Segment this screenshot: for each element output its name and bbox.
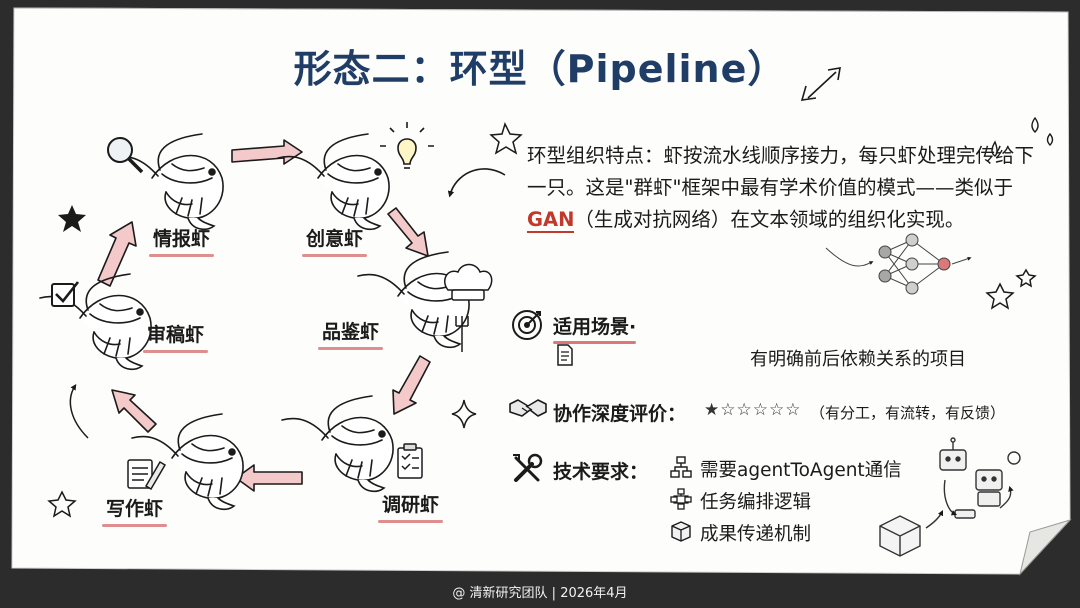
node-label-taste: 品鉴虾	[322, 317, 379, 347]
node-label-research: 调研虾	[382, 490, 439, 520]
requirement-item-3: 成果传递机制	[700, 520, 811, 546]
node-label-idea: 创意虾	[306, 224, 363, 254]
scene-text: 有明确前后依赖关系的项目	[750, 345, 966, 371]
clipboard-icon	[398, 444, 422, 478]
box-icon	[670, 520, 692, 542]
arrow-taste-to-research	[393, 356, 430, 414]
hierarchy-icon	[670, 456, 692, 478]
description-part1: 环型组织特点：虾按流水线顺序接力，每只虾处理完传给下一只。这是"群虾"框架中最有…	[527, 144, 1034, 199]
arrow-idea-to-taste	[388, 208, 428, 256]
gan-highlight: GAN	[527, 208, 574, 233]
node-label-write: 写作虾	[106, 494, 163, 524]
target-icon	[510, 308, 544, 342]
lightbulb-icon	[380, 122, 434, 168]
requirement-item-2: 任务编排逻辑	[700, 488, 811, 514]
arrow-research-to-write	[236, 465, 302, 491]
requirement-item-1: 需要agentToAgent通信	[700, 456, 902, 482]
document-icon	[556, 344, 574, 366]
footer-credit: @ 清新研究团队 | 2026年4月	[0, 582, 1080, 601]
description-part2: （生成对抗网络）在文本领域的组织化实现。	[574, 208, 964, 231]
flowchart-icon	[670, 488, 692, 510]
rating-stars: ★☆☆☆☆☆	[704, 400, 801, 420]
arrow-write-to-review	[112, 390, 156, 432]
checkbox-icon	[52, 282, 78, 306]
handshake-icon	[508, 394, 548, 422]
arrow-intel-to-idea	[232, 140, 302, 164]
tools-icon	[510, 452, 544, 486]
node-label-intel: 情报虾	[153, 224, 210, 254]
depth-label: 协作深度评价：	[553, 399, 686, 426]
notepad-pencil-icon	[128, 460, 165, 489]
requirements-label: 技术要求：	[553, 457, 648, 484]
scene-label: 适用场景·	[553, 312, 636, 339]
description-text: 环型组织特点：虾按流水线顺序接力，每只虾处理完传给下一只。这是"群虾"框架中最有…	[527, 140, 1047, 236]
depth-note: （有分工，有流转，有反馈）	[810, 402, 1005, 423]
node-label-review: 审稿虾	[147, 320, 204, 350]
magnifier-icon	[108, 138, 142, 172]
